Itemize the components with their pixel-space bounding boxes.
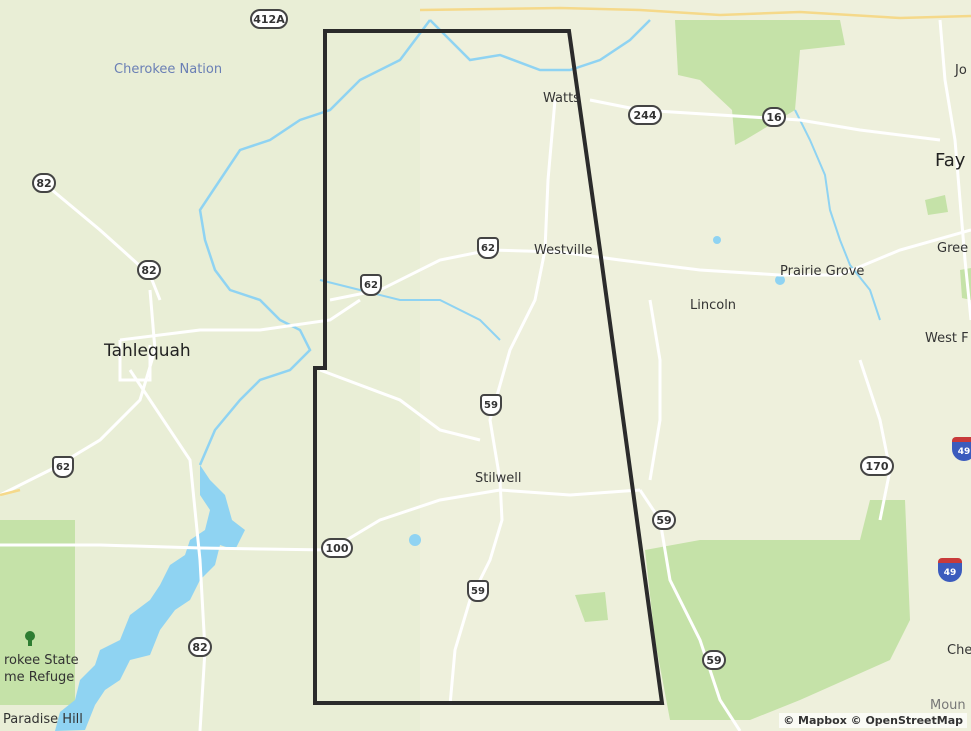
road-lincoln-south bbox=[648, 299, 662, 481]
road-us59 bbox=[448, 99, 557, 706]
road-southwest bbox=[319, 368, 481, 442]
forest-area-north bbox=[675, 20, 845, 145]
route-100-shield: 100 bbox=[321, 538, 353, 558]
pond-prairie-grove bbox=[775, 275, 785, 285]
route-82-shield-south: 82 bbox=[188, 637, 212, 657]
label-westville: Westville bbox=[534, 243, 593, 258]
pond bbox=[409, 534, 421, 546]
label-che: Che bbox=[947, 643, 971, 658]
us-62-shield-westville: 62 bbox=[477, 237, 499, 259]
map-attribution[interactable]: © Mapbox © OpenStreetMap bbox=[779, 713, 967, 728]
river-illinois bbox=[198, 19, 431, 466]
route-412a-shield: 412A bbox=[250, 9, 288, 29]
road-us62-west bbox=[0, 289, 157, 497]
label-prairie-grove: Prairie Grove bbox=[780, 264, 865, 279]
route-82-shield-mid: 82 bbox=[137, 260, 161, 280]
river-illinois-north bbox=[429, 19, 651, 72]
label-greenland: Gree bbox=[937, 241, 969, 256]
interstate-49-shield-north: 49 bbox=[952, 437, 971, 461]
road-82-south bbox=[128, 369, 207, 731]
us-62-shield-west: 62 bbox=[360, 274, 382, 296]
label-refuge-line2: me Refuge bbox=[4, 670, 75, 685]
label-west-fork: West F bbox=[925, 331, 969, 346]
route-82-shield-north: 82 bbox=[32, 173, 56, 193]
label-refuge-line1: rokee State bbox=[4, 653, 79, 668]
label-lincoln: Lincoln bbox=[690, 298, 737, 313]
label-paradise-hill: Paradise Hill bbox=[3, 712, 83, 727]
label-watts: Watts bbox=[543, 91, 580, 106]
label-refuge: rokee State me Refuge bbox=[4, 652, 79, 686]
river-east bbox=[794, 109, 881, 321]
road-100-west bbox=[0, 543, 331, 552]
pond-lincoln bbox=[713, 236, 721, 244]
refuge-tree-icon bbox=[25, 631, 35, 641]
road-us62 bbox=[329, 228, 971, 302]
route-59-shield-southeast: 59 bbox=[702, 650, 726, 670]
forest-patch bbox=[575, 592, 608, 622]
road-north-highway bbox=[419, 6, 971, 20]
road-i49 bbox=[938, 19, 971, 321]
road-82-north bbox=[39, 178, 162, 301]
label-tahlequah: Tahlequah bbox=[104, 341, 191, 361]
county-boundary bbox=[313, 29, 665, 705]
road-100 bbox=[329, 488, 641, 552]
us-59-shield-north: 59 bbox=[480, 394, 502, 416]
road-west-highway bbox=[0, 488, 21, 497]
label-cherokee-nation: Cherokee Nation bbox=[114, 62, 223, 77]
route-16-shield: 16 bbox=[762, 107, 786, 127]
interstate-49-shield-south: 49 bbox=[938, 558, 962, 582]
road-tahlequah-loop bbox=[118, 340, 152, 382]
route-170-shield: 170 bbox=[860, 456, 894, 476]
label-fayetteville: Fay bbox=[935, 150, 966, 171]
lake-tenkiller bbox=[55, 465, 245, 731]
route-59-shield-east: 59 bbox=[652, 510, 676, 530]
label-moun: Moun bbox=[930, 698, 966, 713]
forest-patch-east bbox=[925, 195, 948, 215]
road-tahlequah-east bbox=[119, 298, 361, 342]
route-244-shield: 244 bbox=[628, 105, 662, 125]
refuge-tree-trunk bbox=[28, 640, 32, 646]
river-baron-fork bbox=[319, 279, 501, 341]
label-stilwell: Stilwell bbox=[475, 471, 522, 486]
us-59-shield-south: 59 bbox=[467, 580, 489, 602]
road-170 bbox=[858, 359, 892, 521]
label-johnson: Jo bbox=[955, 63, 967, 78]
refuge-area bbox=[0, 520, 75, 705]
us-62-shield-southwest: 62 bbox=[52, 456, 74, 478]
